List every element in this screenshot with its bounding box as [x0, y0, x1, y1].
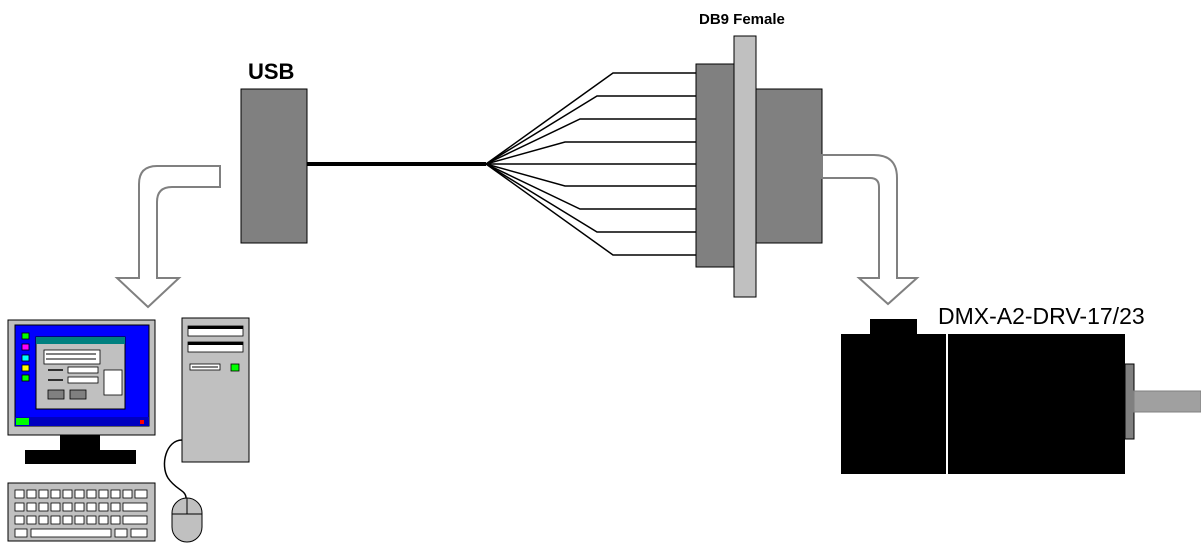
arrow-down-icon — [821, 154, 920, 306]
stepper-motor-icon — [841, 319, 1201, 474]
computer-monitor-icon — [7, 319, 156, 464]
fanout-wires — [485, 72, 697, 262]
computer-tower-icon — [181, 317, 250, 463]
usb-label: USB — [248, 59, 294, 84]
db9-connector-icon — [695, 35, 823, 298]
db9-label: DB9 Female — [699, 11, 785, 28]
mouse-cord — [163, 439, 187, 499]
arrow-down-icon — [114, 165, 221, 309]
usb-connector-icon — [240, 88, 308, 244]
keyboard-icon — [7, 482, 156, 542]
mouse-icon — [171, 497, 203, 543]
motor-label: DMX-A2-DRV-17/23 — [938, 303, 1145, 329]
